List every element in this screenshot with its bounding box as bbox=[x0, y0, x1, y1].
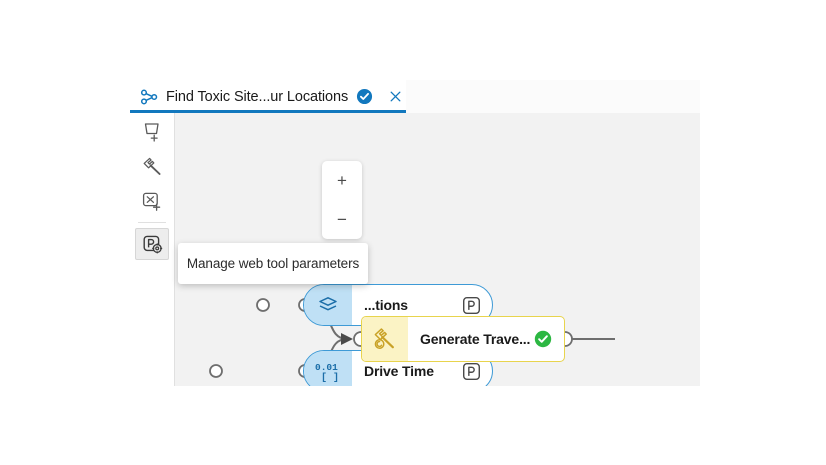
toolbar-add-variable-button[interactable] bbox=[130, 183, 174, 218]
port-input-locations bbox=[256, 298, 270, 312]
tooltip-text: Manage web tool parameters bbox=[186, 256, 360, 271]
node-locations-parameter-badge[interactable] bbox=[462, 296, 481, 315]
node-locations-label: ...tions bbox=[364, 297, 408, 313]
add-variable-icon bbox=[142, 192, 161, 211]
svg-text:0.01: 0.01 bbox=[315, 362, 338, 373]
manage-web-tool-parameters-icon bbox=[143, 235, 163, 254]
zoom-out-button[interactable]: − bbox=[337, 209, 347, 229]
tab-bar: Find Toxic Site...ur Locations bbox=[130, 80, 700, 114]
port-input-drive-time bbox=[209, 364, 223, 378]
toolbar-manage-web-tool-parameters-button[interactable] bbox=[135, 228, 169, 260]
toolbar-tools-button[interactable] bbox=[130, 148, 174, 183]
toolbar-add-model-button[interactable] bbox=[130, 113, 174, 148]
zoom-control: + − bbox=[322, 161, 362, 239]
node-locations-swatch bbox=[304, 285, 352, 325]
tool-hammer-icon bbox=[143, 157, 161, 175]
tab-model[interactable]: Find Toxic Site...ur Locations bbox=[130, 80, 406, 113]
node-drive-time-parameter-badge[interactable] bbox=[462, 362, 481, 381]
close-icon[interactable] bbox=[388, 89, 403, 104]
node-generate-travel-swatch bbox=[362, 317, 408, 361]
svg-text:[ ]: [ ] bbox=[321, 372, 339, 383]
tooltip-manage-web-tool-parameters: Manage web tool parameters bbox=[178, 243, 368, 284]
model-builder-window: Find Toxic Site...ur Locations bbox=[130, 80, 700, 386]
model-workflow-icon bbox=[140, 89, 158, 104]
node-generate-travel-label: Generate Trave... bbox=[420, 331, 531, 347]
add-model-icon bbox=[144, 122, 159, 142]
tab-title: Find Toxic Site...ur Locations bbox=[166, 88, 349, 105]
hammer-tool-icon bbox=[374, 328, 394, 349]
check-circle-green-icon bbox=[534, 330, 552, 348]
layer-variable-icon bbox=[319, 297, 337, 311]
node-drive-time-label: Drive Time bbox=[364, 363, 434, 379]
node-generate-travel[interactable]: Generate Trave... bbox=[361, 316, 565, 362]
zoom-in-button[interactable]: + bbox=[337, 170, 347, 190]
toolbar-divider bbox=[138, 222, 166, 223]
check-circle-icon bbox=[357, 88, 373, 105]
node-drive-time-swatch: 0.01 [ ] bbox=[304, 351, 352, 386]
number-variable-icon: 0.01 [ ] bbox=[315, 362, 339, 383]
left-toolbar bbox=[130, 113, 174, 386]
tab-active-underline bbox=[130, 110, 406, 113]
